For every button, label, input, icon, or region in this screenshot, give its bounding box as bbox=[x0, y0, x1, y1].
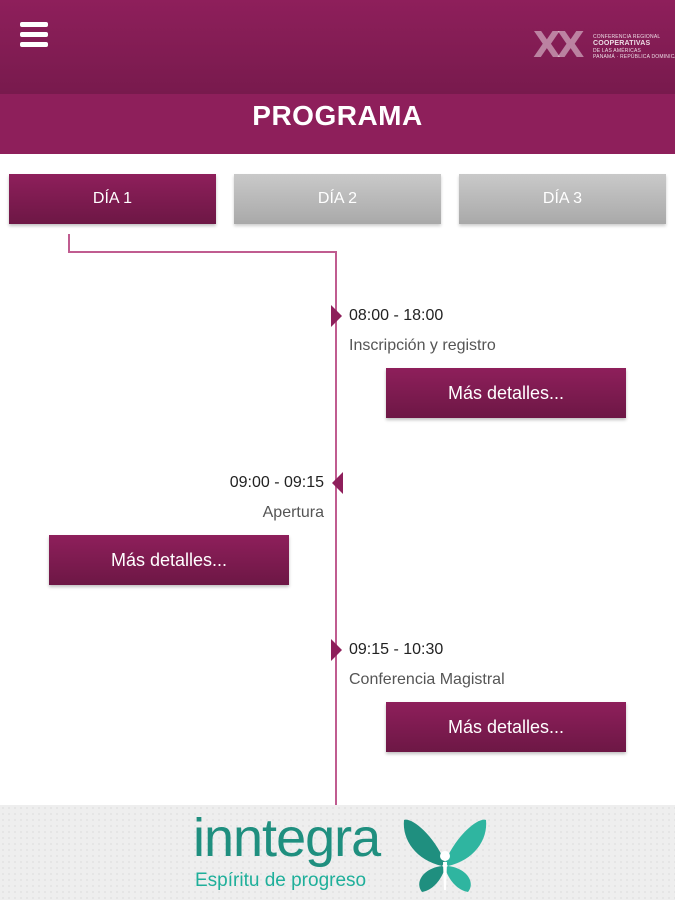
event-time: 09:00 - 09:15 bbox=[229, 474, 324, 491]
top-bar: XX CONFERENCIA REGIONAL COOPERATIVAS DE … bbox=[0, 0, 675, 94]
logo-line-3: DE LAS AMÉRICAS bbox=[593, 48, 642, 54]
sponsor-tagline: Espíritu de progreso bbox=[195, 870, 367, 891]
hamburger-menu-icon[interactable] bbox=[20, 22, 48, 48]
page-title: PROGRAMA bbox=[252, 100, 423, 131]
logo-line-1: CONFERENCIA REGIONAL bbox=[593, 34, 661, 40]
timeline-connector-horizontal bbox=[68, 251, 337, 253]
logo-mark: XX bbox=[533, 25, 584, 66]
event-title: Apertura bbox=[262, 504, 324, 521]
tab-dia-3[interactable]: DÍA 3 bbox=[459, 174, 666, 224]
butterfly-icon bbox=[403, 819, 487, 892]
conference-logo: XX CONFERENCIA REGIONAL COOPERATIVAS DE … bbox=[533, 25, 675, 66]
logo-line-2: COOPERATIVAS bbox=[593, 40, 651, 47]
title-bar: PROGRAMA bbox=[0, 94, 675, 154]
event-time: 09:15 - 10:30 bbox=[349, 641, 444, 658]
timeline-marker-left bbox=[332, 472, 343, 494]
event-title: Inscripción y registro bbox=[349, 337, 496, 354]
tab-dia-1[interactable]: DÍA 1 bbox=[9, 174, 216, 224]
sponsor-brand: inntegra bbox=[193, 808, 381, 868]
tab-dia-2[interactable]: DÍA 2 bbox=[234, 174, 441, 224]
sponsor-footer bbox=[0, 805, 675, 900]
more-details-button[interactable]: Más detalles... bbox=[49, 535, 289, 585]
timeline-connector bbox=[68, 234, 70, 252]
event-time: 08:00 - 18:00 bbox=[349, 307, 444, 324]
more-details-button[interactable]: Más detalles... bbox=[386, 368, 626, 418]
more-details-button[interactable]: Más detalles... bbox=[386, 702, 626, 752]
event-title: Conferencia Magistral bbox=[349, 671, 505, 688]
timeline-line bbox=[335, 251, 337, 807]
timeline-marker-right bbox=[331, 305, 342, 327]
timeline-marker-right bbox=[331, 639, 342, 661]
logo-line-4: PANAMÁ · REPÚBLICA DOMINICANA bbox=[593, 54, 675, 60]
